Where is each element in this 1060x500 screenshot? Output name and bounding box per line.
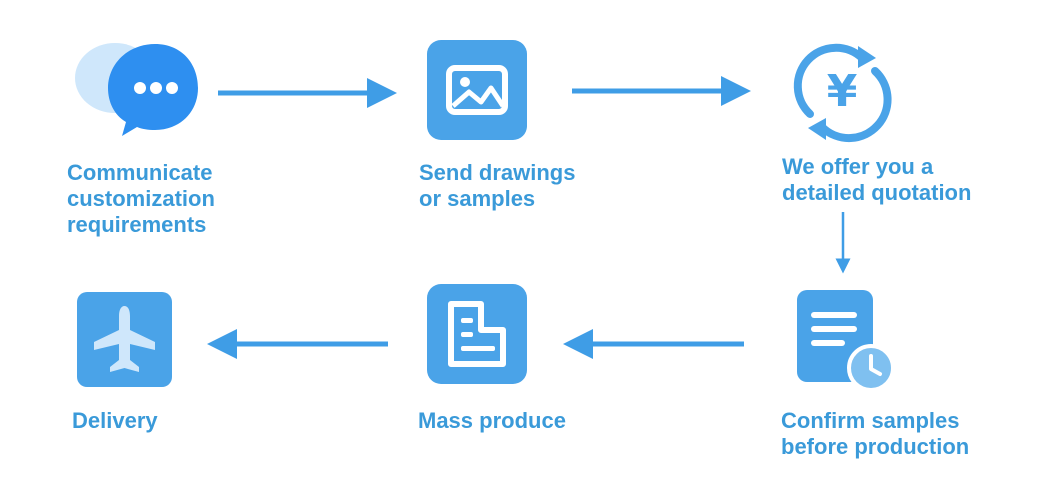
step-label-confirm-samples: Confirm samples before production: [781, 408, 970, 459]
step-label-send-drawings: Send drawings or samples: [419, 160, 576, 211]
factory-building-icon: [427, 284, 527, 384]
step-label-delivery: Delivery: [72, 408, 158, 433]
step-label-communicate: Communicate customization requirements: [67, 160, 215, 237]
airplane-icon: [77, 292, 172, 387]
document-clock-icon: [795, 288, 895, 393]
step-label-mass-produce: Mass produce: [418, 408, 566, 433]
yen-quotation-icon: ¥: [790, 40, 895, 145]
image-icon: [427, 40, 527, 140]
chat-bubble-icon: [70, 38, 200, 143]
step-label-quotation: We offer you a detailed quotation: [782, 154, 972, 205]
yen-symbol: ¥: [827, 66, 858, 117]
